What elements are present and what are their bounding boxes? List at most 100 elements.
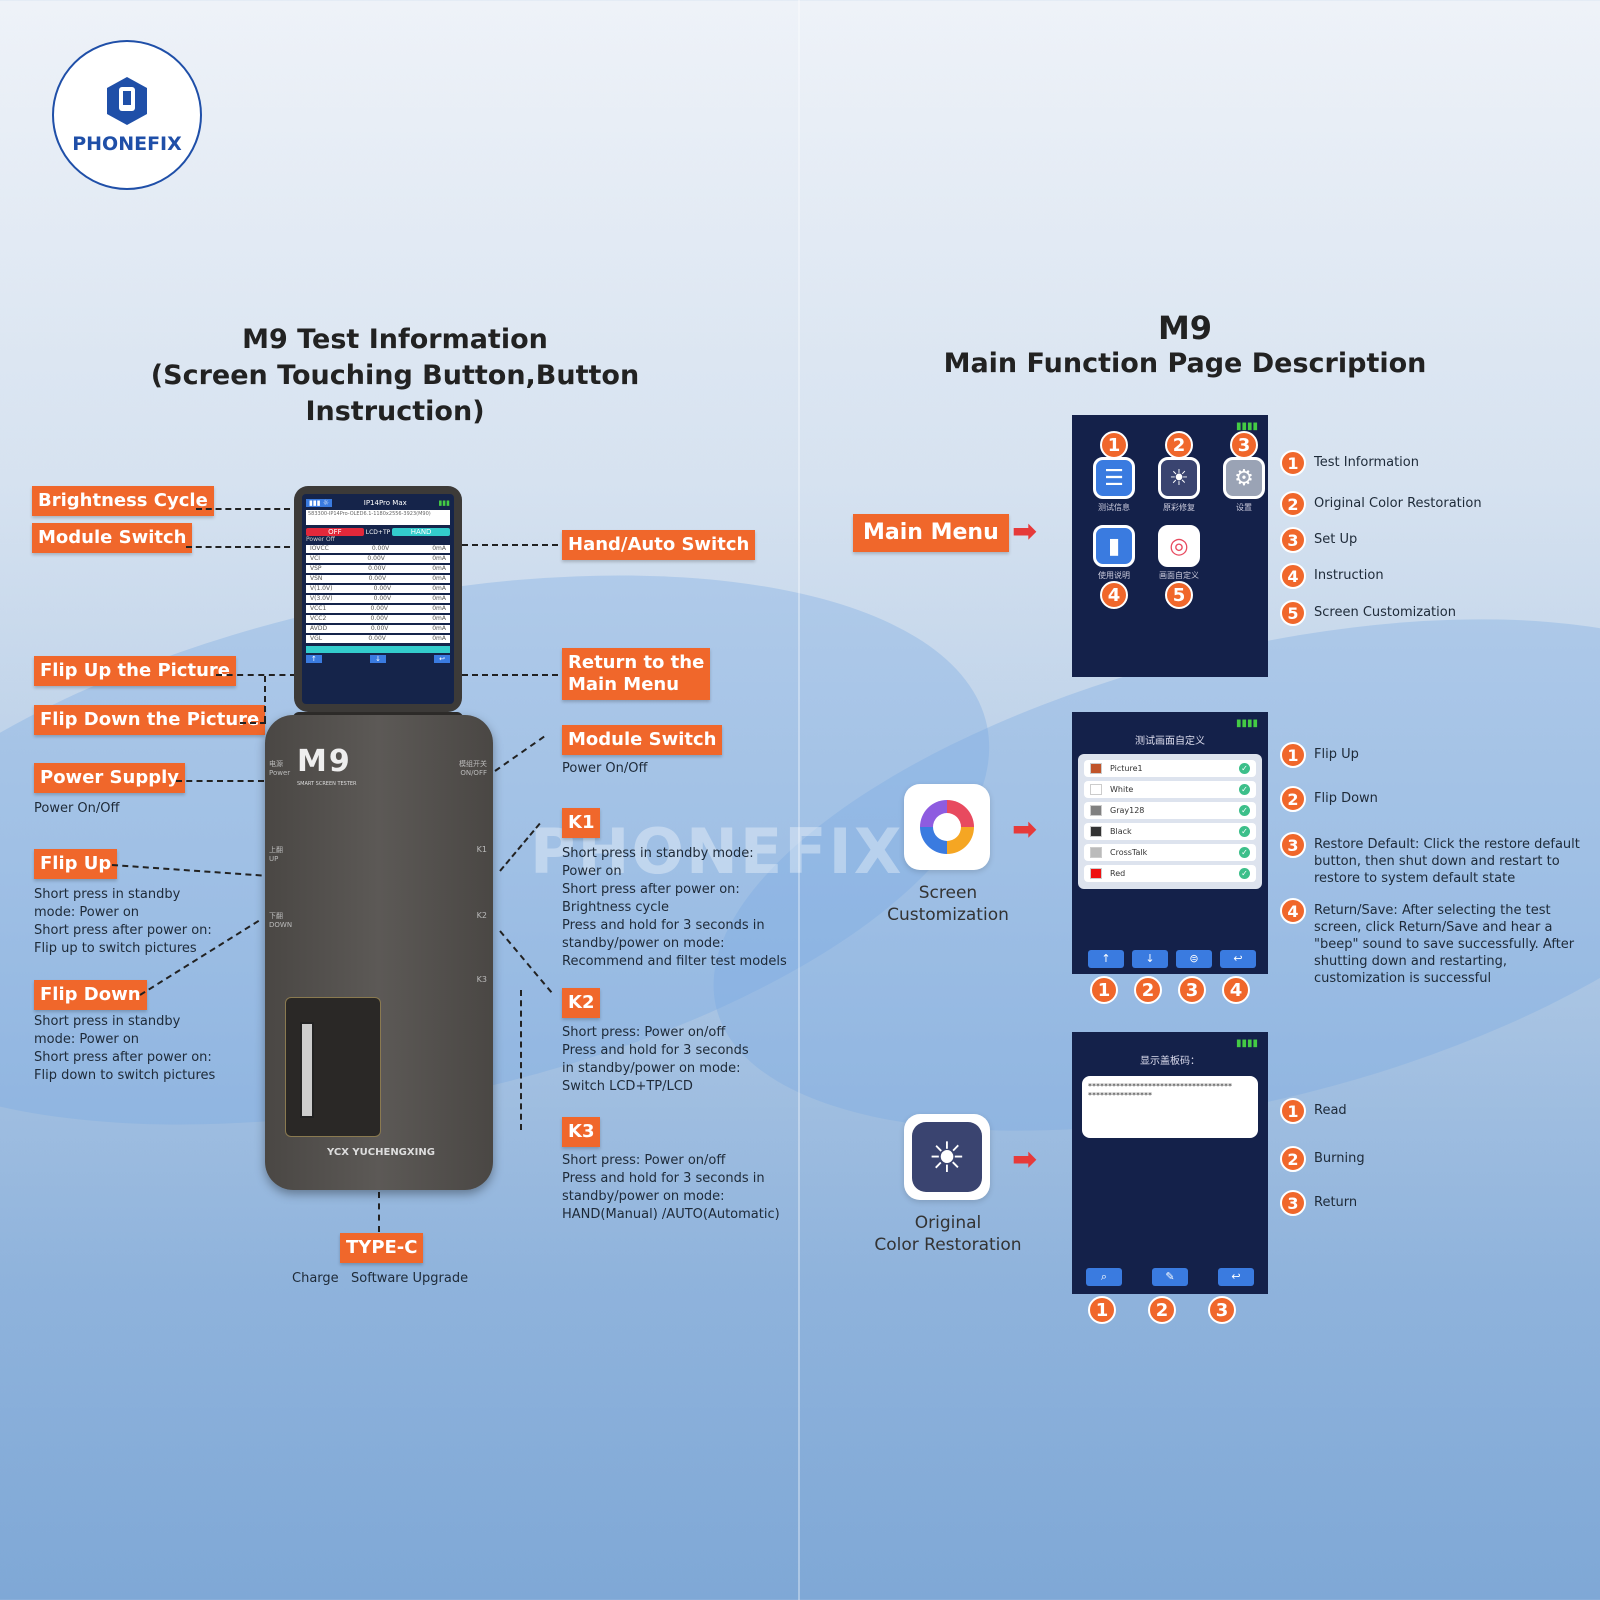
- leader-line: [378, 1192, 380, 1232]
- screen-customization-icon: [904, 784, 990, 870]
- app-5[interactable]: 5◎画面自定义: [1155, 525, 1203, 609]
- label-power-supply: Power Supply: [34, 763, 185, 793]
- number-badge: 3: [1208, 1296, 1236, 1324]
- right-title: M9 Main Function Page Description: [930, 310, 1440, 382]
- hand-auto-button[interactable]: HAND: [392, 528, 450, 536]
- label-module-switch: Module Switch: [32, 523, 193, 553]
- cover-code-field[interactable]: ************************************ ***…: [1082, 1076, 1258, 1138]
- module-mode-button[interactable]: LCD+TP: [365, 528, 391, 536]
- picture-item[interactable]: Red✓: [1084, 865, 1256, 882]
- fpc-socket: [285, 997, 381, 1137]
- arrow-right-icon: ➡: [1012, 1142, 1038, 1177]
- return-button[interactable]: ↩: [434, 655, 450, 663]
- measurement-v: 0.00V: [370, 625, 389, 632]
- flip-up-button[interactable]: ↑: [1088, 950, 1124, 968]
- k3-desc: Short press: Power on/off Press and hold…: [562, 1153, 780, 1222]
- divider: [798, 0, 800, 1600]
- burning-button[interactable]: ✎: [1152, 1268, 1188, 1286]
- measurement-name: VCC2: [310, 615, 327, 622]
- device-model: M9: [297, 744, 352, 779]
- flip-down-button[interactable]: ↓: [370, 655, 386, 663]
- check-icon[interactable]: ✓: [1239, 868, 1250, 879]
- legend-text: Read: [1314, 1103, 1347, 1118]
- leader-line: [216, 674, 296, 676]
- module-switch-desc: Power On/Off: [562, 761, 648, 776]
- app-2[interactable]: 2☀原彩修复: [1155, 431, 1203, 513]
- restore-default-button[interactable]: ⊜: [1176, 950, 1212, 968]
- color-swatch: [1090, 826, 1102, 837]
- picture-item[interactable]: Picture1 ✓: [1084, 760, 1256, 777]
- picture-name: White: [1110, 785, 1134, 794]
- leader-line: [186, 546, 290, 548]
- picture-name: Picture1: [1110, 764, 1143, 773]
- picture-name: CrossTalk: [1110, 848, 1148, 857]
- progress-bar: [306, 646, 450, 653]
- flip-down-button[interactable]: ↓: [1132, 950, 1168, 968]
- legend-text: Set Up: [1314, 532, 1358, 547]
- picture-item[interactable]: White ✓: [1084, 781, 1256, 798]
- app-icon: ⚙: [1223, 457, 1265, 499]
- measurement-name: VSN: [310, 575, 323, 582]
- app-icon: ◎: [1158, 525, 1200, 567]
- screen-model-name: IP14Pro Max: [363, 499, 407, 507]
- battery-icon: ▮▮▮▮: [1235, 1038, 1258, 1049]
- return-button[interactable]: ↩: [1218, 1268, 1254, 1286]
- measurement-name: VGL: [310, 635, 323, 642]
- number-badge: 4: [1222, 976, 1250, 1004]
- label-k3: K3: [562, 1117, 601, 1147]
- number-badge: 2: [1165, 431, 1193, 459]
- app-1[interactable]: 1☰测试信息: [1090, 431, 1138, 513]
- check-icon[interactable]: ✓: [1239, 763, 1250, 774]
- logo: PHONEFIX: [52, 40, 202, 190]
- measurement-a: 0mA: [432, 565, 446, 572]
- picture-item[interactable]: Gray128✓: [1084, 802, 1256, 819]
- app-label: 画面自定义: [1159, 571, 1199, 580]
- typec-desc: Charge Software Upgrade: [292, 1271, 469, 1286]
- check-icon[interactable]: ✓: [1239, 784, 1250, 795]
- leader-line: [462, 544, 558, 546]
- flip-up-button[interactable]: ↑: [306, 655, 322, 663]
- picture-item[interactable]: Black✓: [1084, 823, 1256, 840]
- app-4[interactable]: 4▮使用说明: [1090, 525, 1138, 609]
- k2-desc: Short press: Power on/off Press and hold…: [562, 1025, 749, 1094]
- label-flip-up: Flip Up: [34, 849, 118, 879]
- label-typec: TYPE-C: [340, 1233, 424, 1263]
- color-swatch: [1090, 763, 1102, 774]
- legend-text: Original Color Restoration: [1314, 496, 1482, 511]
- picture-item[interactable]: CrossTalk ✓: [1084, 844, 1256, 861]
- app-icon: ☀: [1158, 457, 1200, 499]
- check-icon[interactable]: ✓: [1239, 847, 1250, 858]
- check-icon[interactable]: ✓: [1239, 805, 1250, 816]
- number-badge: 3: [1280, 1190, 1306, 1216]
- label-flip-down: Flip Down: [34, 980, 147, 1010]
- read-button[interactable]: ⌕: [1086, 1268, 1122, 1286]
- number-badge: 2: [1134, 976, 1162, 1004]
- return-save-button[interactable]: ↩: [1220, 950, 1256, 968]
- device-brand: YCX YUCHENGXING: [327, 1147, 435, 1158]
- number-badge: 1: [1280, 450, 1306, 476]
- app-label: 设置: [1236, 503, 1252, 512]
- app-3[interactable]: 3⚙设置: [1220, 431, 1268, 513]
- label-module-switch-right: Module Switch: [562, 725, 723, 755]
- picture-list: Picture1✓White✓Gray128✓Black✓CrossTalk✓R…: [1078, 754, 1262, 889]
- leader-line: [264, 676, 266, 722]
- measurement-name: VCC1: [310, 605, 327, 612]
- measurement-name: VCI: [310, 555, 321, 562]
- measurement-name: VSP: [310, 565, 322, 572]
- power-state-button[interactable]: OFF: [306, 528, 364, 536]
- check-icon[interactable]: ✓: [1239, 826, 1250, 837]
- arrow-right-icon: ➡: [1012, 812, 1038, 847]
- battery-icon: ▮▮▮▮: [1235, 421, 1258, 432]
- measurement-v: 0.00V: [367, 555, 385, 562]
- brightness-button[interactable]: ▮▮▮ ☼: [306, 499, 333, 507]
